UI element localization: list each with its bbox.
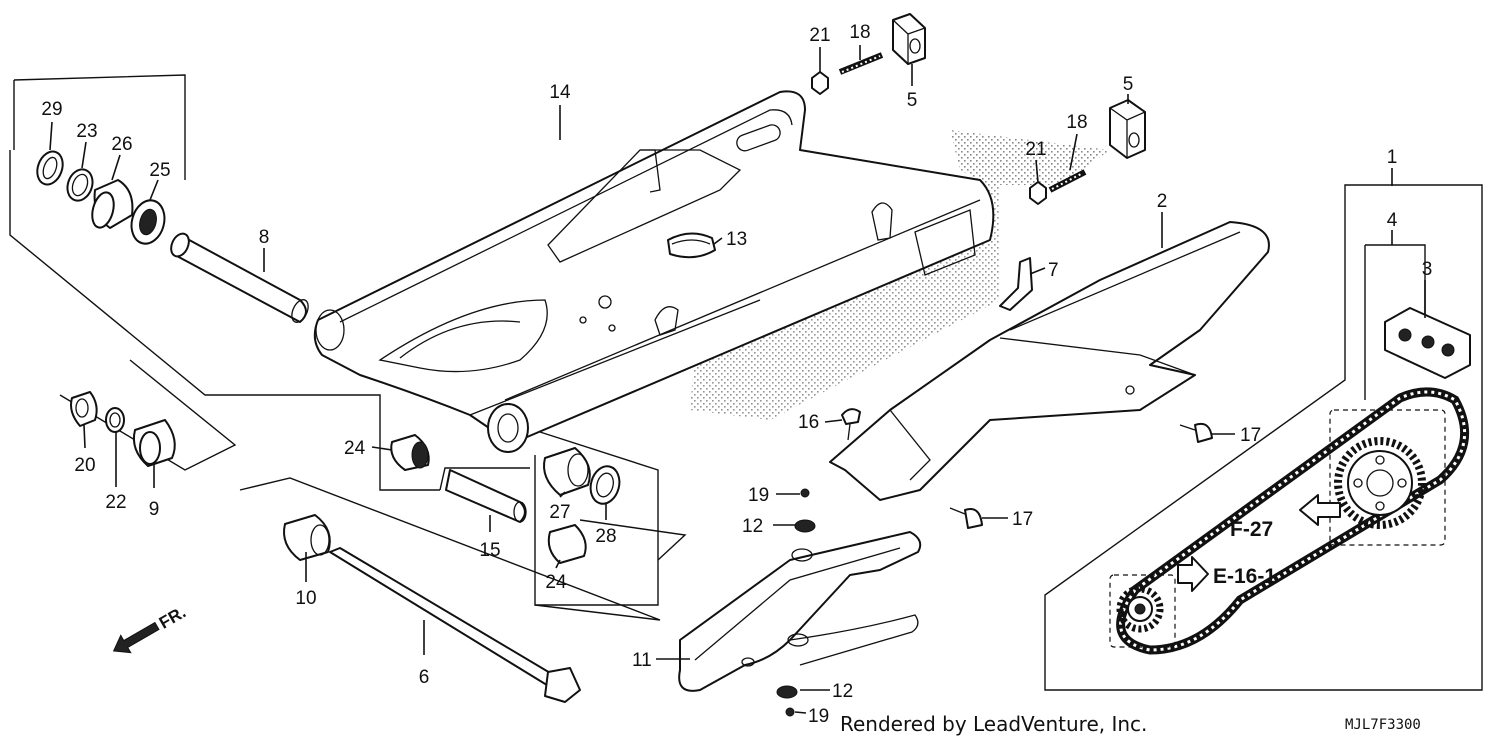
chain-case <box>829 221 1270 501</box>
part-number-labels: 1 2 3 4 5 5 6 7 8 9 10 11 12 12 13 14 15… <box>41 22 1432 727</box>
reference-f27-label[interactable]: F-27 <box>1230 518 1273 541</box>
left-pivot-collars <box>70 391 176 467</box>
callout-6[interactable]: 6 <box>419 667 430 688</box>
left-pivot-bearings <box>36 150 166 245</box>
callout-13[interactable]: 13 <box>726 229 747 250</box>
callout-8[interactable]: 8 <box>259 227 270 248</box>
reference-arrow-f27[interactable]: F-27 <box>1230 494 1341 541</box>
left-bearing-group-bracket <box>9 74 661 621</box>
fasteners <box>776 408 1213 717</box>
callout-19-lower[interactable]: 19 <box>808 706 829 727</box>
swingarm <box>313 90 995 453</box>
chain-slider-pad <box>667 232 716 259</box>
callout-2[interactable]: 2 <box>1157 191 1168 212</box>
callout-4[interactable]: 4 <box>1387 210 1398 231</box>
callout-17-lower[interactable]: 17 <box>1012 509 1033 530</box>
front-direction-indicator: FR. <box>112 603 189 654</box>
callout-18-upper[interactable]: 18 <box>849 22 870 43</box>
credit-text: Rendered by LeadVenture, Inc. <box>840 712 1147 736</box>
callout-20[interactable]: 20 <box>74 455 95 476</box>
callout-10[interactable]: 10 <box>295 588 316 609</box>
right-pivot-collars <box>283 434 621 564</box>
chain-guard-bracket <box>999 257 1033 311</box>
callout-11[interactable]: 11 <box>632 650 652 671</box>
callout-5-lower[interactable]: 5 <box>1123 74 1134 95</box>
callout-9[interactable]: 9 <box>149 499 160 520</box>
callout-14[interactable]: 14 <box>549 82 571 103</box>
callout-29[interactable]: 29 <box>41 99 62 120</box>
callout-23[interactable]: 23 <box>76 121 97 142</box>
callout-21-lower[interactable]: 21 <box>1025 139 1046 160</box>
callout-21-upper[interactable]: 21 <box>809 25 830 46</box>
front-direction-arrow-icon <box>112 621 160 654</box>
callout-3[interactable]: 3 <box>1422 259 1433 280</box>
callout-19-upper[interactable]: 19 <box>748 485 769 506</box>
callout-1[interactable]: 1 <box>1387 147 1398 168</box>
chain-master-link <box>1384 307 1471 379</box>
callout-27[interactable]: 27 <box>549 502 570 523</box>
chain-slider <box>678 531 922 692</box>
callout-22[interactable]: 22 <box>105 492 126 513</box>
pivot-collar-group-box <box>439 431 687 606</box>
callout-12-upper[interactable]: 12 <box>742 516 763 537</box>
reference-e161-label[interactable]: E-16-1 <box>1213 565 1276 588</box>
leader-lines <box>49 45 1426 714</box>
callout-28[interactable]: 28 <box>595 526 616 547</box>
callout-24-upper[interactable]: 24 <box>344 438 366 459</box>
callout-26[interactable]: 26 <box>111 134 132 155</box>
callout-5-upper[interactable]: 5 <box>907 90 918 111</box>
reference-arrow-e161[interactable]: E-16-1 <box>1177 556 1276 592</box>
callout-12-lower[interactable]: 12 <box>832 681 853 702</box>
callout-16[interactable]: 16 <box>798 412 819 433</box>
callout-24-lower[interactable]: 24 <box>545 572 567 593</box>
drive-chain <box>1109 387 1470 655</box>
pivot-bolt <box>329 547 581 703</box>
callout-25[interactable]: 25 <box>149 160 170 181</box>
callout-18-lower[interactable]: 18 <box>1066 112 1087 133</box>
callout-17-upper[interactable]: 17 <box>1240 425 1261 446</box>
callout-7[interactable]: 7 <box>1048 260 1059 281</box>
callout-15[interactable]: 15 <box>479 540 500 561</box>
front-direction-label: FR. <box>156 603 189 633</box>
pivot-collar-tube <box>170 232 309 323</box>
diagram-code: MJL7F3300 <box>1345 717 1421 733</box>
